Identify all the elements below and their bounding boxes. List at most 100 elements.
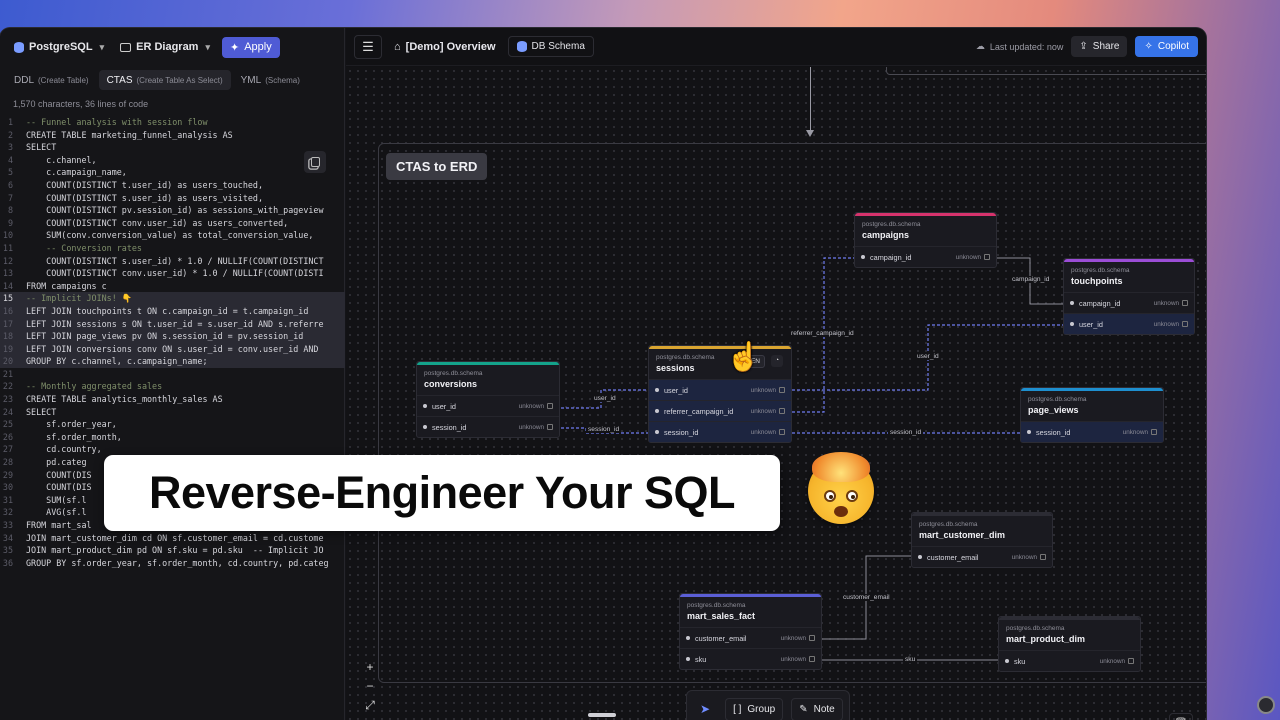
edge-user-id-touch (792, 324, 1064, 391)
er-canvas[interactable]: CTAS to ERD campaign_id referrer_campaig… (346, 67, 1206, 720)
edge-referrer-campaign (792, 257, 854, 413)
code-text: COUNT(DIS (26, 469, 92, 480)
dialect-dropdown[interactable]: PostgreSQL ▾ (10, 37, 108, 57)
share-button[interactable]: ⇪ Share (1071, 36, 1128, 57)
mode-dropdown[interactable]: ER Diagram ▾ (116, 37, 214, 57)
lock-button[interactable]: 🔒︎ (362, 716, 378, 720)
ctas-group-frame[interactable] (378, 143, 1206, 683)
tab-yml-sub: (Schema) (265, 75, 300, 85)
edge-conv-user (561, 389, 648, 409)
line-number: 36 (2, 557, 13, 568)
group-connector-line (810, 67, 811, 132)
table-color-bar (999, 617, 1140, 620)
column-row[interactable]: sku unknown (999, 650, 1140, 671)
code-text: FROM campaigns c (26, 280, 107, 291)
table-schema: postgres.db.schema (1006, 625, 1065, 632)
code-line: 11 -- Conversion rates (0, 242, 345, 255)
apply-button[interactable]: ✦ Apply (222, 36, 280, 58)
line-number: 33 (2, 520, 13, 530)
code-line: 9 COUNT(DISTINCT conv.user_id) as users_… (0, 217, 345, 230)
zoom-in-button[interactable]: + (366, 660, 374, 674)
column-note-icon (779, 387, 785, 393)
fit-view-button[interactable]: ⤢ (365, 698, 375, 712)
table-name: conversions (424, 379, 478, 389)
line-number: 14 (2, 280, 13, 291)
app-window: PostgreSQL ▾ ER Diagram ▾ ✦ Apply DDL (C… (0, 28, 1206, 720)
group-label[interactable]: CTAS to ERD (386, 153, 488, 180)
tab-ddl[interactable]: DDL (Create Table) (6, 70, 97, 90)
line-number: 15 (2, 293, 13, 304)
select-tool[interactable]: ➤ (693, 697, 717, 720)
group-tool[interactable]: [ ] Group (725, 697, 784, 720)
table-name: mart_sales_fact (687, 611, 756, 621)
page-title[interactable]: ⌂ [Demo] Overview (390, 41, 500, 53)
tab-ctas[interactable]: CTAS (Create Table As Select) (98, 70, 231, 90)
table-color-bar (912, 513, 1052, 516)
code-text: SUM(sf.l (26, 494, 87, 505)
open-table-button[interactable]: OPEN (736, 355, 765, 368)
code-text: COUNT(DIS (26, 482, 92, 493)
column-name: campaign_id (1079, 298, 1121, 308)
wand-icon: ✦ (230, 41, 240, 54)
column-type: unknown (750, 386, 776, 394)
table-schema: postgres.db.schema (424, 370, 483, 377)
column-dot-icon (655, 388, 659, 392)
menu-button[interactable]: ☰ (354, 34, 382, 59)
code-line: 28 pd.categ (0, 456, 345, 469)
line-number: 27 (2, 444, 13, 455)
code-text: pd.categ (26, 457, 87, 468)
zoom-out-button[interactable]: − (366, 679, 374, 693)
code-text: FROM mart_sal (26, 520, 92, 530)
tab-yml[interactable]: YML (Schema) (233, 70, 308, 90)
copy-button[interactable] (304, 151, 326, 173)
note-tool[interactable]: ✎ Note (791, 697, 843, 720)
column-type: unknown (780, 634, 806, 642)
cloud-icon: ☁ (975, 41, 985, 51)
db-schema-button[interactable]: DB Schema (507, 36, 594, 57)
palette-icon[interactable]: ◔ (771, 355, 783, 367)
column-dot-icon (1027, 430, 1031, 434)
column-name: user_id (1079, 319, 1103, 329)
column-name: sku (1014, 656, 1026, 666)
column-type: unknown (1011, 553, 1037, 561)
column-dot-icon (686, 636, 690, 640)
column-type: unknown (1099, 657, 1125, 665)
table-name: campaigns (862, 230, 910, 240)
copilot-button[interactable]: ✧ Copilot (1135, 36, 1198, 57)
code-line: 8 COUNT(DISTINCT pv.session_id) as sessi… (0, 204, 345, 217)
delete-button[interactable]: 🗑︎ (1169, 713, 1193, 720)
column-dot-icon (1005, 659, 1009, 663)
edge-label: session_id (888, 429, 924, 436)
column-note-icon (1182, 321, 1188, 327)
edge-label: user_id (915, 353, 941, 360)
table-color-bar (417, 362, 559, 365)
column-type: unknown (780, 655, 806, 663)
table-schema: postgres.db.schema (656, 354, 715, 361)
code-line: 12 COUNT(DISTINCT s.user_id) * 1.0 / NUL… (0, 255, 345, 268)
